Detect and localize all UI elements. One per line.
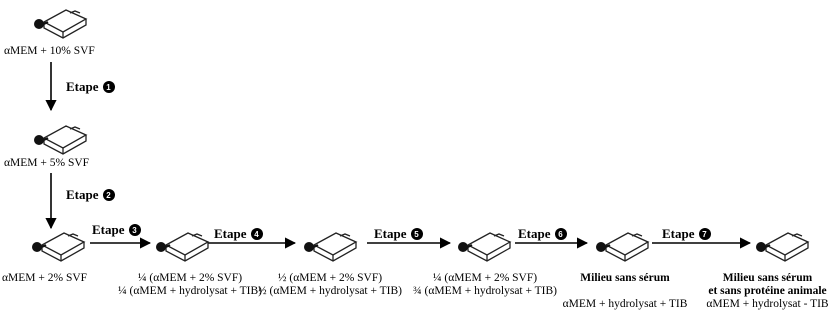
- stage-2-label: αMEM + 5% SVF: [4, 157, 89, 170]
- stage-8-title-2: et sans protéine animale: [708, 285, 827, 297]
- stage-8-line-1: αMEM + hydrolysat - TIB: [706, 298, 829, 310]
- flask-icon: [28, 225, 88, 265]
- stage-1-medium: αMEM + 10% SVF: [4, 45, 95, 57]
- step-1-text: Etape: [66, 79, 99, 94]
- step-5-label: Etape 5: [374, 226, 423, 242]
- step-4-text: Etape: [214, 226, 247, 241]
- step-3-label: Etape 3: [92, 222, 141, 238]
- flask-icon: [152, 225, 212, 265]
- step-4-number-badge: 4: [250, 228, 263, 240]
- stage-7-line-1: αMEM + hydrolysat + TIB: [562, 298, 688, 310]
- stage-5-line-2: ½ (αMEM + hydrolysat + TIB): [258, 285, 402, 297]
- stage-6-line-2: ¾ (αMEM + hydrolysat + TIB): [413, 285, 557, 297]
- flask-icon: [30, 118, 90, 158]
- step-2-number-badge: 2: [102, 189, 115, 201]
- flask-icon: [30, 2, 90, 42]
- stage-4-line-1: ¼ (αMEM + 2% SVF): [137, 272, 243, 284]
- step-3-number-badge: 3: [128, 224, 141, 236]
- step-7-text: Etape: [662, 226, 695, 241]
- step-2-label: Etape 2: [66, 187, 115, 203]
- stage-1-label: αMEM + 10% SVF: [4, 45, 95, 58]
- step-1-label: Etape 1: [66, 79, 115, 95]
- stage-4-label: ¼ (αMEM + 2% SVF) ¼ (αMEM + hydrolysat +…: [110, 272, 270, 298]
- stage-6-line-1: ¼ (αMEM + 2% SVF): [432, 272, 538, 284]
- stage-5-line-1: ½ (αMEM + 2% SVF): [277, 272, 383, 284]
- stage-8-title: Milieu sans sérum: [722, 272, 813, 284]
- stage-7-label: Milieu sans sérum αMEM + hydrolysat + TI…: [550, 272, 700, 311]
- stage-3-label: αMEM + 2% SVF: [2, 272, 87, 285]
- stage-2-medium: αMEM + 5% SVF: [4, 157, 90, 169]
- step-5-number-badge: 5: [410, 228, 423, 240]
- step-4-label: Etape 4: [214, 226, 263, 242]
- step-7-number-badge: 7: [698, 228, 711, 240]
- flask-icon: [454, 225, 514, 265]
- step-7-label: Etape 7: [662, 226, 711, 242]
- stage-8-label: Milieu sans sérum et sans protéine anima…: [700, 272, 835, 311]
- stage-7-title: Milieu sans sérum: [580, 272, 670, 284]
- stage-3-medium: αMEM + 2% SVF: [2, 272, 88, 284]
- step-5-text: Etape: [374, 226, 407, 241]
- stage-4-line-2: ¼ (αMEM + hydrolysat + TIB): [118, 285, 262, 297]
- step-6-label: Etape 6: [518, 226, 567, 242]
- flask-icon: [592, 225, 652, 265]
- flask-icon: [300, 225, 360, 265]
- step-2-text: Etape: [66, 187, 99, 202]
- step-3-text: Etape: [92, 222, 125, 237]
- step-6-text: Etape: [518, 226, 551, 241]
- flask-icon: [752, 225, 812, 265]
- step-1-number-badge: 1: [102, 81, 115, 93]
- stage-5-label: ½ (αMEM + 2% SVF) ½ (αMEM + hydrolysat +…: [245, 272, 415, 298]
- stage-6-label: ¼ (αMEM + 2% SVF) ¾ (αMEM + hydrolysat +…: [400, 272, 570, 298]
- step-6-number-badge: 6: [554, 228, 567, 240]
